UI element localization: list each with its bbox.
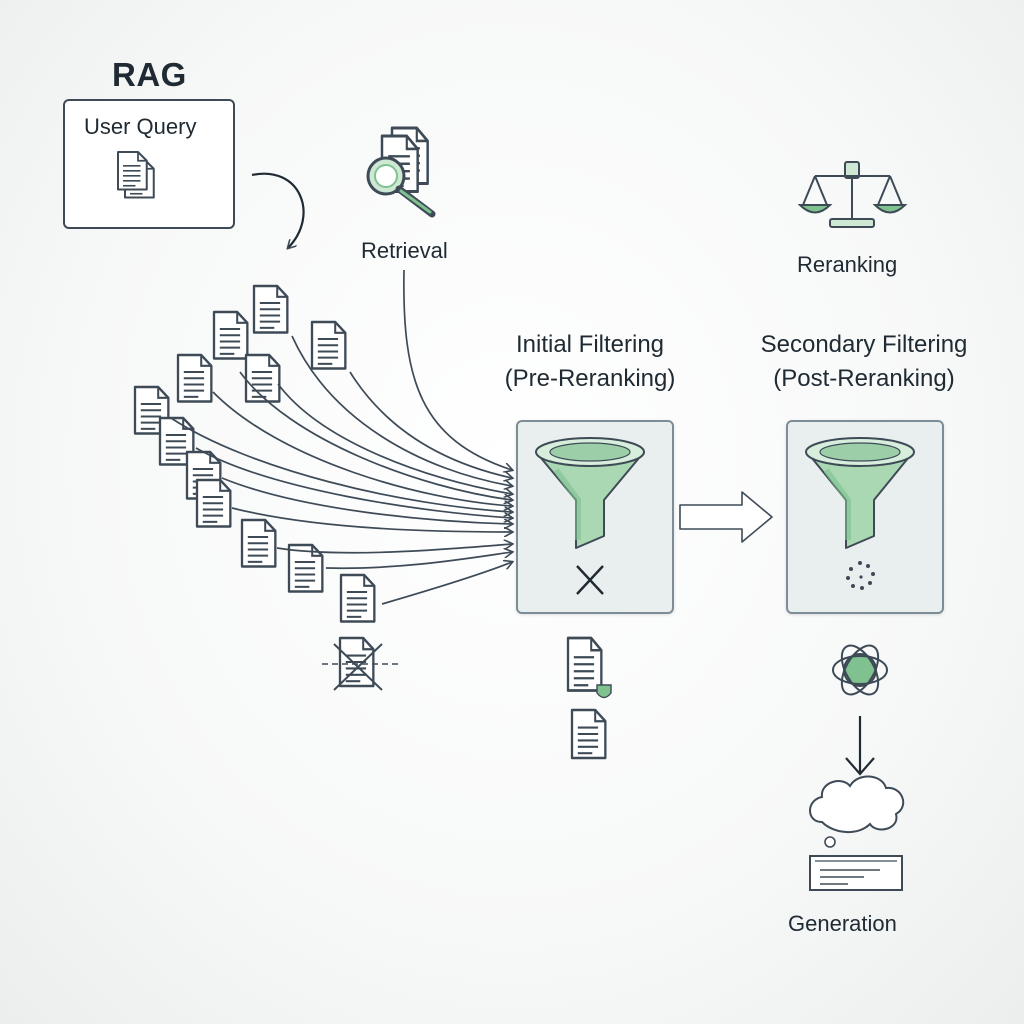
initial-filtering-line2: (Pre-Reranking)	[504, 365, 676, 392]
document-icon	[339, 573, 376, 623]
down-arrow-icon	[845, 716, 875, 776]
document-flow-arrows	[170, 269, 512, 605]
secondary-filtering-line2: (Post-Reranking)	[773, 365, 955, 392]
secondary-filtering-title: Secondary Filtering (Post-Reranking)	[761, 328, 968, 396]
atom-icon	[832, 644, 888, 696]
document-icon	[117, 151, 155, 199]
diagram-title: RAG	[112, 56, 187, 93]
document-icon	[240, 518, 277, 568]
initial-filtering-line1: Initial Filtering	[515, 331, 665, 358]
generation-label: Generation	[788, 911, 897, 936]
cross-icon	[576, 565, 604, 595]
funnel-icon	[535, 437, 645, 549]
filtered-documents	[566, 636, 612, 760]
retrieved-documents	[133, 284, 376, 623]
funnel-icon	[805, 437, 915, 549]
user-query-label: User Query	[84, 114, 197, 139]
document-icon	[195, 478, 232, 528]
document-icon	[252, 284, 289, 334]
magnifier-icon	[366, 156, 436, 218]
cloud-icon	[809, 775, 905, 848]
document-icon	[566, 636, 603, 692]
query-arrow-icon	[251, 172, 305, 248]
document-icon	[570, 708, 607, 760]
dots-icon	[846, 561, 875, 590]
document-icon	[244, 353, 281, 403]
arrow-icon	[679, 491, 773, 543]
shield-icon	[596, 684, 612, 699]
scale-icon	[797, 161, 908, 228]
initial-filtering-title: Initial Filtering (Pre-Reranking)	[505, 328, 676, 396]
generated-text-icon	[809, 855, 903, 891]
rejected-document-icon	[322, 636, 398, 691]
retrieval-label: Retrieval	[361, 238, 448, 263]
document-icon	[310, 320, 347, 370]
reranking-label: Reranking	[797, 252, 898, 277]
secondary-filtering-line1: Secondary Filtering	[760, 331, 968, 358]
document-icon	[176, 353, 213, 403]
document-icon	[212, 310, 249, 360]
